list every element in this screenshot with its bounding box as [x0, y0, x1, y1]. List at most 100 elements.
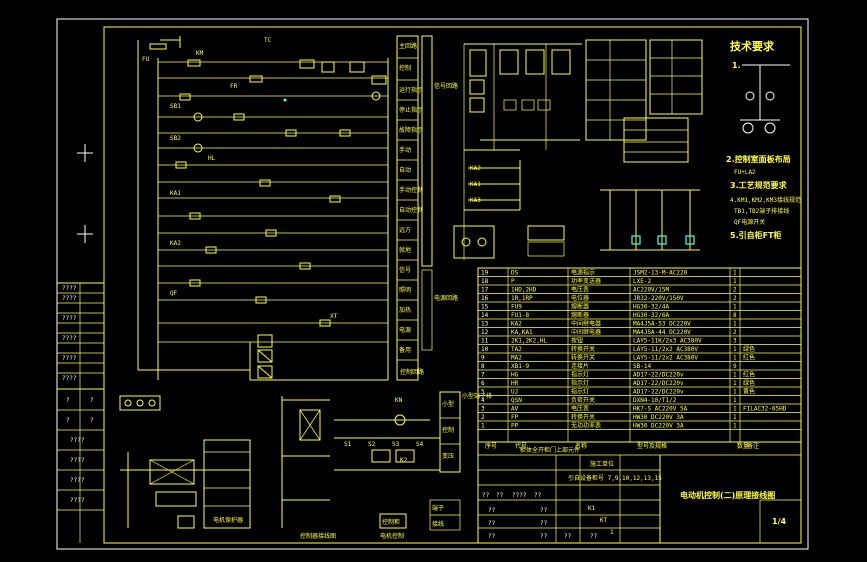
bom-header-cell: 数量 — [737, 442, 749, 450]
bottom-row: 电机控制 — [380, 532, 404, 540]
bottom-left-module: 电机保护器 — [119, 395, 251, 529]
bom-cell: 熔断器 — [571, 311, 589, 319]
bom-cell: QSN — [511, 397, 522, 404]
bom-cell: DS — [511, 270, 519, 277]
bom-cell: XB1-9 — [511, 363, 529, 370]
middle-label: KA3 — [470, 197, 481, 204]
title-cell: ?? — [534, 492, 542, 499]
bom-cell: 绿色 — [743, 345, 755, 353]
title-cell: ?? — [540, 507, 548, 514]
bom-cell: SB-14 — [633, 363, 651, 370]
left-margin-mark: ???? — [62, 375, 77, 382]
sheet-number: 1/4 — [772, 517, 786, 526]
drawing-title: 电动机控制(二)原理接线图 — [680, 490, 775, 500]
title-cell: ?? — [488, 520, 496, 527]
title-cell: ?? — [488, 507, 496, 514]
bom-cell: 2 — [733, 287, 737, 294]
left-margin-table: ???? ???? ???? ???? ???? ???? ? ? ? ? ??… — [57, 285, 104, 511]
title-cell: ?? — [540, 533, 548, 540]
function-label: 手动控制 — [399, 186, 423, 194]
bom-cell: 转换开关 — [571, 354, 595, 362]
bom-cell: 红色 — [743, 354, 755, 362]
bom-header-note: 柜体全开柜门上部元件 — [520, 446, 580, 454]
bom-cell: 5 — [481, 389, 485, 396]
s-label: S2 — [368, 441, 376, 448]
bom-cell: 负荷开关 — [571, 396, 595, 404]
bom-cell: LAY5-11/2x2 AC380V — [633, 355, 698, 362]
function-label: 电源 — [399, 326, 411, 334]
bom-cell: 17 — [481, 287, 489, 294]
circuit-label: SB1 — [170, 103, 181, 110]
left-lower-mark: ? — [90, 417, 94, 424]
bom-cell: 4 — [481, 397, 485, 404]
title-block: 柜体全开柜门上部元件 施工单位 引自设备柜号 7,9,10,12,13,15 电… — [477, 441, 802, 544]
bom-cell: LXE-2 — [633, 278, 651, 285]
bom-cell: 1 — [733, 355, 737, 362]
tech-item: TB1,TB2端子排接线 — [734, 207, 789, 215]
bom-cell: 中间继电器 — [571, 328, 601, 336]
small-cell: 控制 — [442, 426, 454, 434]
bom-cell: 绿色 — [743, 379, 755, 387]
bom-cell: 10 — [481, 346, 489, 353]
function-label: 运行指示 — [399, 86, 423, 94]
bom-cell: 电压表 — [571, 405, 589, 413]
bom-header-cell: 代号 — [515, 442, 527, 450]
bom-cell: HW30 DC220V 3A — [633, 414, 684, 421]
tech-requirements: 技术要求 1. 2.控制室面板布局 FU+LA2 3.工艺规范要求 4.KM1,… — [726, 39, 801, 240]
bom-cell: 8 — [733, 312, 737, 319]
bom-cell: 19 — [481, 270, 489, 277]
s-label: S3 — [392, 441, 400, 448]
bom-cell: 2K1,2K2,HL — [511, 338, 548, 345]
bom-cell: FU9 — [511, 304, 522, 311]
bom-cell: 连接片 — [571, 362, 589, 370]
bom-cell: 电源指示 — [571, 269, 595, 277]
bom-cell: MA4J5A-53 DC220V — [633, 321, 691, 328]
left-margin-mark: ???? — [62, 285, 77, 292]
middle-label: KA2 — [470, 165, 481, 172]
function-label: 照明 — [399, 287, 411, 294]
bom-cell: 1 — [733, 278, 737, 285]
bom-cell: 15 — [481, 304, 489, 311]
function-label: 备用 — [399, 346, 411, 354]
control-ladder: FU KM TC FR SB1 SB2 HL KA1 KA2 QF XT — [137, 36, 389, 381]
tech-item: FU+LA2 — [734, 169, 756, 176]
bom-cell: 7 — [481, 372, 485, 379]
bom-cell: 1R,1RP — [511, 295, 533, 302]
bom-cell: 1 — [733, 372, 737, 379]
right-label: 信号回路 — [434, 82, 458, 90]
bom-cell: HW30 DC220V 3A — [633, 423, 684, 430]
stage-text: 控制柜 — [382, 518, 400, 526]
function-label: 信号 — [399, 266, 411, 274]
mid-label: K1 — [588, 505, 596, 512]
terminal-strip: 小型端子排 — [462, 392, 492, 400]
bom-cell: FU1-8 — [511, 312, 529, 319]
middle-schematic: KA2 KA1 KA3 — [453, 39, 703, 260]
bom-cell: HK7-S AC220V 5A — [633, 406, 688, 413]
small-cell: 小型 — [442, 400, 454, 408]
right-label: 电源回路 — [434, 294, 458, 302]
bom-cell: MA2 — [511, 355, 522, 362]
bom-cell: DXN4-10/T1/2 — [633, 397, 677, 404]
bom-cell: 3 — [481, 406, 485, 413]
bom-cell: 黄色 — [743, 388, 755, 396]
bom-cell: HG30-32/4A — [633, 304, 670, 311]
function-label: 控制 — [399, 64, 411, 72]
owner-line: 施工单位 — [590, 460, 614, 468]
circuit-label: QF — [170, 290, 178, 297]
bom-cell: 红色 — [743, 371, 755, 379]
title-cell: ?? — [540, 520, 548, 527]
bom-header-cell: 名称 — [575, 442, 587, 450]
title-cell: ?? — [590, 533, 598, 540]
bom-cell: 电位器 — [571, 294, 589, 302]
terminal-note: 端子 — [432, 504, 444, 512]
mid-label: KT — [600, 517, 608, 524]
bom-cell: 1 — [733, 389, 737, 396]
revision-note: 引自设备柜号 7,9,10,12,13,15 — [568, 474, 662, 482]
function-label: 远方 — [399, 226, 411, 234]
function-label: 停止指示 — [399, 106, 423, 114]
bom-cell: KA,KA1 — [511, 329, 533, 336]
bom-cell: PP — [511, 423, 519, 430]
function-label: 就地 — [399, 246, 411, 254]
bom-cell: FILAC32-05HD — [743, 406, 787, 413]
